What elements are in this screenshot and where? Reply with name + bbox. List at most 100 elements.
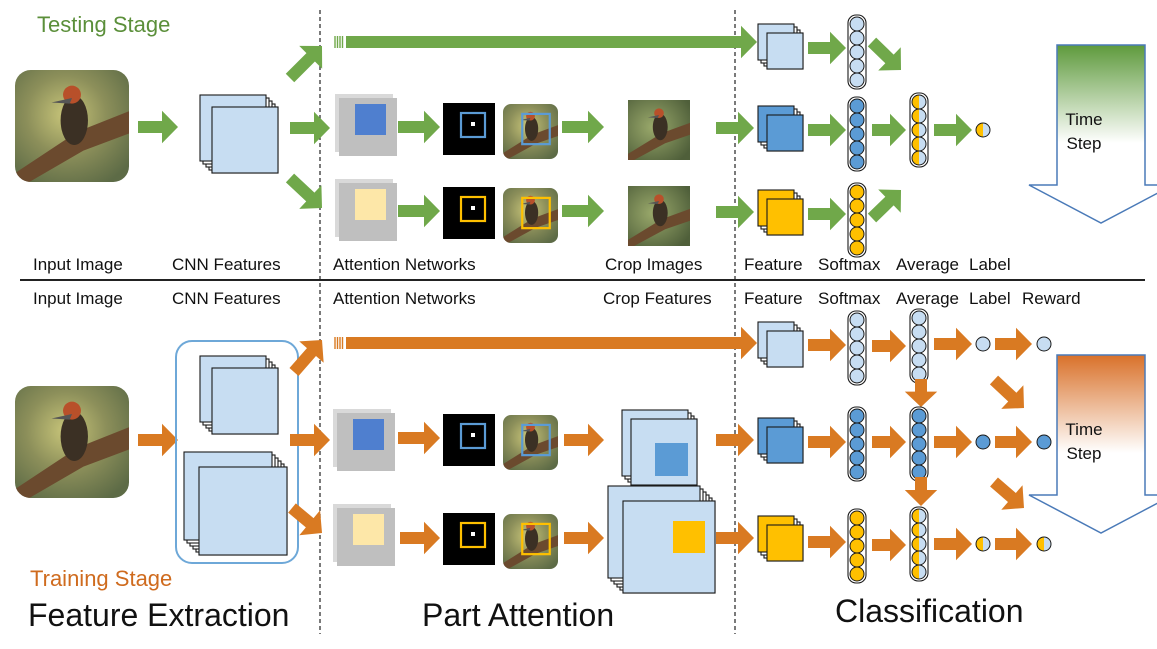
train-feature-global-stack-front [766,330,804,368]
train-arrow-avg-global [872,329,906,363]
test-softmax-2-column-node [849,212,865,228]
train-arrow-avg-1 [872,425,906,459]
train-arrow-feat2 [716,521,754,555]
train-average-1-column-node [911,408,927,424]
test-softmax-2-column [847,182,867,258]
test-softmax-1-column [847,96,867,172]
test-crop-image-1-icon-content [628,100,690,160]
train-average-1-column-node [911,450,927,466]
train-arrow-cnn-up [289,340,324,376]
train-crop-feature-2-stack-inner [673,521,705,553]
test-feature-2-stack [757,189,804,236]
train-arrow-att2 [400,521,440,555]
test-arrow-avg-mid [872,113,906,147]
test-input-image-icon-beak [51,98,72,104]
train-arrow-sm-2 [808,525,846,559]
test-input-image-icon-body [60,95,88,146]
train-feature-1-stack [757,417,804,464]
test-time-step-line2: Step [1066,134,1102,153]
train-cnn-features-large-stack [183,451,288,556]
train-arrow-sm-global [808,328,846,362]
train-attention-map-1 [333,409,395,471]
test-arrow-cnn-down [285,173,322,209]
test-crop-image-2-icon-beak [647,201,659,204]
test-softmax-global-column-node [849,16,865,32]
train-time-step-text: Time Step [1049,418,1119,466]
train-reward-node-1 [1036,434,1052,450]
train-average-1-column [909,406,929,482]
test-arrow-feat2 [716,195,754,229]
train-label-input-image: Input Image [33,289,123,308]
test-mask-bird-1-icon [503,104,558,159]
train-average-global-column-node [911,324,927,340]
test-average-column-node [911,108,927,124]
train-cnn-frame [175,340,299,564]
test-input-image-icon [15,70,129,182]
train-mask-bird-1-icon-attention-box [521,423,551,457]
train-softmax-global-column [847,310,867,386]
test-feature-global-stack-front [766,32,804,70]
train-mask-2-icon-dot [471,532,475,536]
train-mask-bird-1-icon-content [503,415,558,470]
train-softmax-2-column [847,508,867,584]
train-mask-1-icon-box [459,422,487,450]
train-input-image-icon-content [15,386,129,498]
train-label-node-global [975,336,991,352]
train-mask-1-icon-bg [443,414,495,466]
test-label-cnn-features: CNN Features [172,255,281,274]
test-softmax-1-column-node [849,112,865,128]
test-feature-global-stack [757,23,804,70]
train-arrow-input-cnn [138,423,178,457]
test-softmax-2-column-node [849,226,865,242]
test-mask-bird-2-icon [503,188,558,243]
train-arrow-reward-1 [995,425,1032,459]
test-cnn-features-stack-front [211,106,279,174]
test-label-label: Label [969,255,1011,274]
test-label-softmax: Softmax [818,255,881,274]
test-softmax-global-column [847,14,867,90]
test-average-column [909,92,929,168]
train-time-step-line2: Step [1066,444,1102,463]
train-feature-1-stack-front [766,426,804,464]
train-softmax-1-column-node [849,464,865,480]
train-label-softmax: Softmax [818,289,881,308]
train-cnn-features-small-stack [199,355,279,435]
train-average-global-column-node [911,338,927,354]
test-attention-map-2-patch [355,189,386,220]
train-feature-2-stack [757,515,804,562]
train-arrow-att1 [398,421,440,455]
train-softmax-2-column-node [849,510,865,526]
test-attention-map-1 [335,94,397,156]
test-arrow-sm-1 [808,113,846,147]
test-arrow-att2 [398,194,440,228]
test-softmax-2-column-node [849,184,865,200]
test-crop-image-2-icon-branch [628,208,690,246]
test-softmax-global-column-node [849,44,865,60]
test-softmax-global-column-node [849,30,865,46]
test-mask-2-icon [443,187,495,239]
train-average-global-column-node [911,310,927,326]
train-label-cnn-features: CNN Features [172,289,281,308]
train-arrow-feat1 [716,423,754,457]
test-arrow-cnn-mid [290,111,330,145]
train-arrow-cnn-down [288,503,322,536]
train-label-node-1 [975,434,991,450]
train-average-global-column-node [911,352,927,368]
test-crop-image-2-icon [628,186,690,246]
test-mask-bird-2-icon-content [503,188,558,243]
train-long-arrow-global-shaft [346,326,757,360]
test-mask-bird-2-icon-attention-box [521,196,551,230]
test-mask-1-icon-bg [443,103,495,155]
test-time-step-arrow-icon-shape [1028,44,1157,224]
test-mask-2-icon-bg [443,187,495,239]
test-crop-image-1-icon-beak [647,115,659,118]
train-reward-node-global [1036,336,1052,352]
test-arrow-sm-global [808,31,846,65]
train-mask-bird-1-icon-body [525,427,539,452]
train-input-image-icon-branch [15,425,129,498]
train-average-1-column-node [911,464,927,480]
train-label-node-2 [975,536,991,552]
test-attention-map-1-patch [355,104,386,135]
test-arrow-cnn-up [285,45,323,83]
